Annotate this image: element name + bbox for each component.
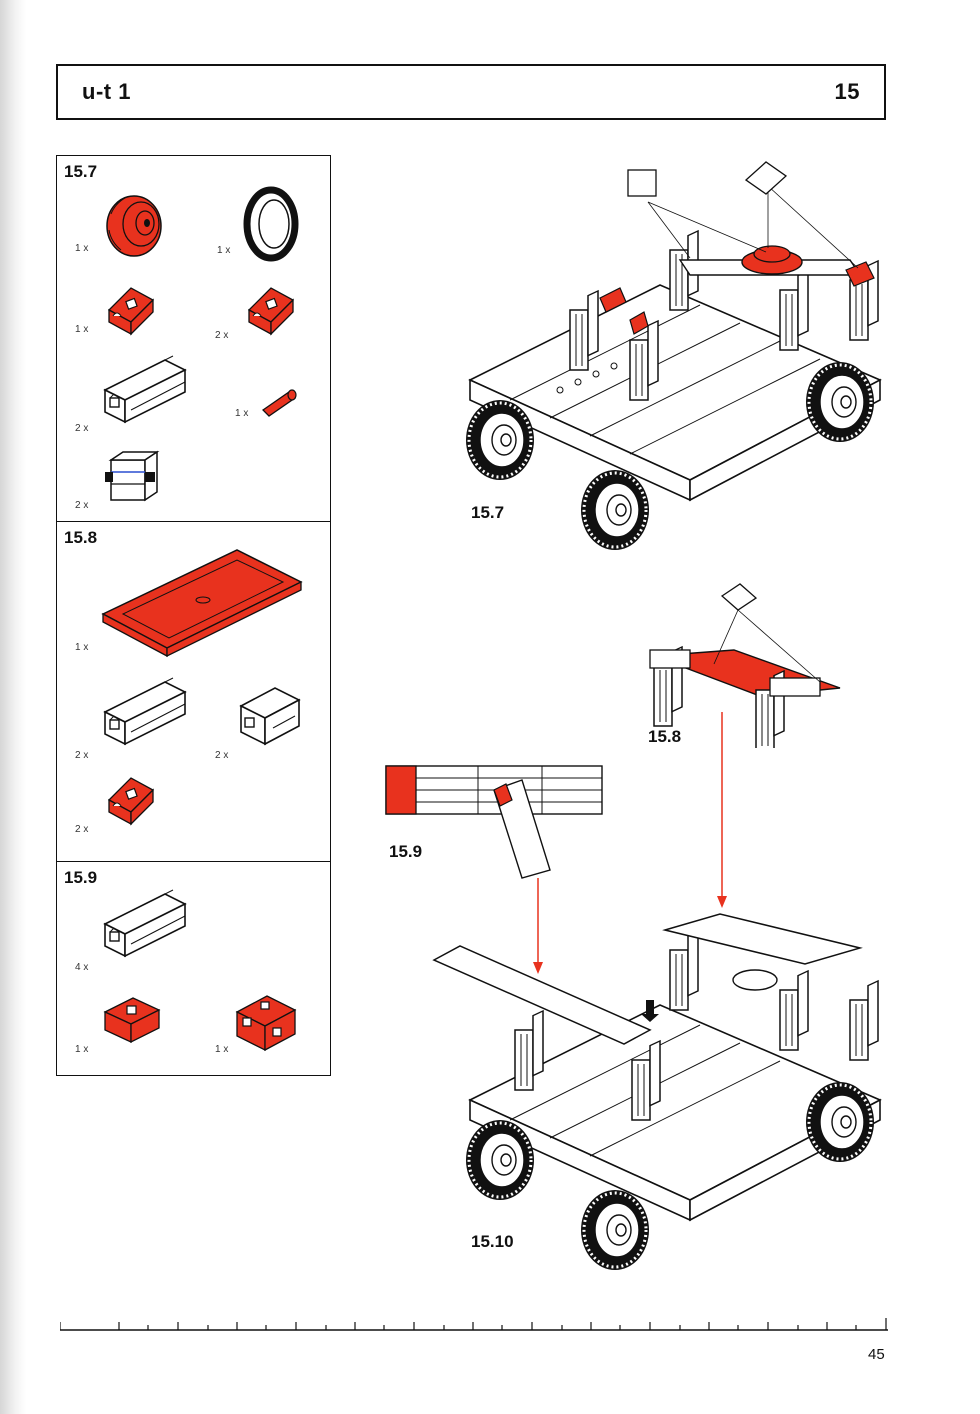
- quantity-label: 1 x: [217, 245, 231, 256]
- quantity-label: 2 x: [75, 423, 89, 434]
- step-label-15-10: 15.10: [471, 1232, 514, 1251]
- book-spine-shadow: [0, 0, 26, 1414]
- small-block-icon: [239, 687, 301, 746]
- panel-title: 15.8: [64, 528, 98, 547]
- quantity-label: 1 x: [75, 642, 89, 653]
- page-number: 45: [868, 1346, 885, 1363]
- section-number: 15: [834, 79, 860, 104]
- subassembly-illustration-15-8: [649, 583, 841, 748]
- footer-ruler: [60, 1318, 888, 1331]
- flow-arrows: [533, 712, 727, 974]
- quantity-label: 1 x: [75, 1044, 89, 1055]
- subassembly-illustration-15-9: [385, 765, 603, 879]
- model-title: u-t 1: [82, 79, 131, 104]
- building-block-icon: [104, 355, 186, 423]
- base-plate-icon: [101, 549, 303, 658]
- building-block-icon: [104, 677, 186, 745]
- parts-panel-15-7: 15.7 1 x 1 x 1 x 2 x 2 x 1 x: [57, 156, 330, 522]
- quantity-label: 1 x: [75, 324, 89, 335]
- axle-pin-icon: [261, 389, 297, 417]
- parts-list: 15.7 1 x 1 x 1 x 2 x 2 x 1 x: [56, 155, 331, 1076]
- rubber-tire-icon: [243, 186, 299, 262]
- panel-title: 15.7: [64, 162, 98, 181]
- quantity-label: 1 x: [235, 408, 249, 419]
- quantity-label: 2 x: [215, 330, 229, 341]
- step-label-15-7: 15.7: [471, 503, 505, 522]
- parts-panel-15-9: 15.9 4 x 1 x 1 x: [57, 862, 330, 1077]
- quantity-label: 1 x: [215, 1044, 229, 1055]
- angle-block-icon: [108, 777, 154, 825]
- assembly-illustration-15-10: [432, 913, 882, 1272]
- connector-block-icon: [235, 995, 297, 1052]
- angle-block-icon: [248, 287, 294, 335]
- angle-block-icon: [108, 287, 154, 335]
- step-label-15-9: 15.9: [389, 842, 423, 861]
- angle-block-icon: [103, 997, 161, 1044]
- parts-panel-15-8: 15.8 1 x 2 x 2 x 2 x: [57, 522, 330, 862]
- quantity-label: 2 x: [75, 750, 89, 761]
- quantity-label: 4 x: [75, 962, 89, 973]
- assembly-illustration-15-7: [464, 161, 882, 552]
- panel-title: 15.9: [64, 868, 98, 887]
- step-label-15-8: 15.8: [648, 727, 682, 746]
- building-block-icon: [104, 889, 186, 957]
- quantity-label: 1 x: [75, 243, 89, 254]
- hinge-block-icon: [105, 450, 160, 502]
- pulley-wheel-icon: [106, 195, 162, 257]
- quantity-label: 2 x: [75, 824, 89, 835]
- quantity-label: 2 x: [75, 500, 89, 511]
- page-header: u-t 1 15: [56, 64, 886, 120]
- quantity-label: 2 x: [215, 750, 229, 761]
